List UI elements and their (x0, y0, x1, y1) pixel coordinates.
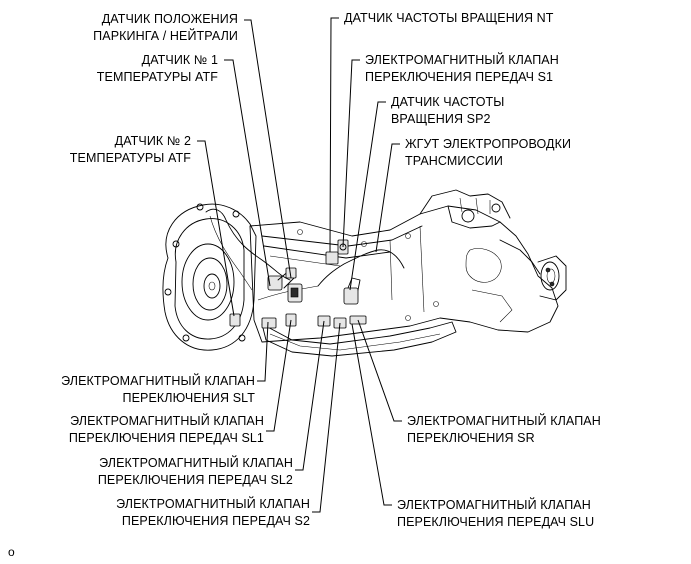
label-shift-solenoid-s1: ЭЛЕКТРОМАГНИТНЫЙ КЛАПАН ПЕРЕКЛЮЧЕНИЯ ПЕР… (365, 53, 559, 84)
label-park-neutral-sensor: ДАТЧИК ПОЛОЖЕНИЯ ПАРКИНГА / НЕЙТРАЛИ (93, 12, 238, 43)
leader-solenoid-sl1 (266, 319, 292, 432)
leader-solenoid-sl2 (295, 320, 325, 471)
leader-solenoid-slt (257, 321, 269, 382)
corner-mark: o (8, 545, 15, 559)
label-solenoid-slt: ЭЛЕКТРОМАГНИТНЫЙ КЛАПАН ПЕРЕКЛЮЧЕНИЯ SLT (61, 374, 255, 405)
leader-shift-solenoid-s1 (342, 59, 360, 248)
label-solenoid-sl1: ЭЛЕКТРОМАГНИТНЫЙ КЛАПАН ПЕРЕКЛЮЧЕНИЯ ПЕР… (68, 414, 264, 445)
transmission-drawing (162, 189, 567, 357)
leader-solenoid-sr (357, 319, 402, 422)
leader-park-neutral-sensor (244, 19, 292, 279)
label-transmission-wire-harness: ЖГУТ ЭЛЕКТРОПРОВОДКИ ТРАНСМИССИИ (405, 137, 572, 168)
label-sp2-speed-sensor: ДАТЧИК ЧАСТОТЫ ВРАЩЕНИЯ SP2 (391, 95, 505, 126)
leader-wire-harness (375, 143, 400, 253)
label-solenoid-slu: ЭЛЕКТРОМАГНИТНЫЙ КЛАПАН ПЕРЕКЛЮЧЕНИЯ ПЕР… (397, 498, 595, 529)
label-solenoid-sr: ЭЛЕКТРОМАГНИТНЫЙ КЛАПАН ПЕРЕКЛЮЧЕНИЯ SR (407, 414, 601, 445)
leader-lines (197, 17, 402, 513)
leader-sp2-speed-sensor (349, 101, 386, 291)
leader-solenoid-s2 (312, 322, 341, 513)
leader-solenoid-slu (351, 323, 392, 506)
label-nt-speed-sensor: ДАТЧИК ЧАСТОТЫ ВРАЩЕНИЯ NT (344, 11, 554, 25)
label-atf-temp-sensor-1: ДАТЧИК № 1 ТЕМПЕРАТУРЫ ATF (96, 53, 218, 84)
label-atf-temp-sensor-2: ДАТЧИК № 2 ТЕМПЕРАТУРЫ ATF (69, 134, 191, 165)
label-solenoid-s2: ЭЛЕКТРОМАГНИТНЫЙ КЛАПАН ПЕРЕКЛЮЧЕНИЯ ПЕР… (116, 497, 310, 528)
leader-atf-temp-1 (224, 59, 271, 287)
leader-nt-speed-sensor (329, 17, 339, 253)
label-solenoid-sl2: ЭЛЕКТРОМАГНИТНЫЙ КЛАПАН ПЕРЕКЛЮЧЕНИЯ ПЕР… (97, 456, 293, 487)
leader-atf-temp-2 (197, 140, 235, 317)
